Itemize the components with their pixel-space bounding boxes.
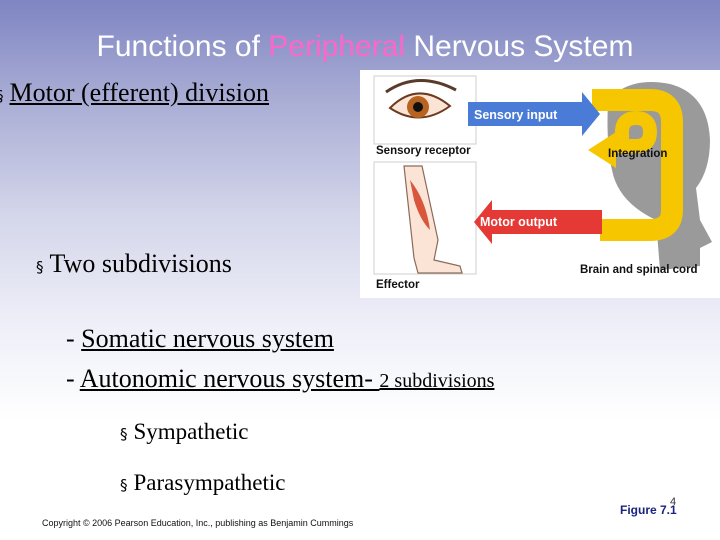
bullet-sympathetic: § Sympathetic (120, 419, 248, 445)
eye-icon (385, 79, 457, 119)
bullet-motor-division: § Motor (efferent) division (0, 78, 269, 108)
bullet-icon: § (120, 425, 128, 443)
somatic-dash: - (66, 324, 82, 353)
autonomic-dash: - (66, 364, 80, 393)
item-autonomic: - Autonomic nervous system- 2 subdivisio… (66, 364, 494, 394)
title-part-1: Functions of (96, 30, 269, 63)
slide-title: Functions of Peripheral Nervous System (0, 30, 720, 64)
somatic-text: Somatic nervous system (81, 324, 334, 353)
sensory-input-label: Sensory input (474, 108, 558, 122)
effector-label: Effector (376, 279, 420, 291)
title-highlight: Peripheral (268, 30, 406, 63)
autonomic-note: 2 subdivisions (379, 370, 495, 392)
motor-output-arrow (474, 200, 602, 244)
copyright-footer: Copyright © 2006 Pearson Education, Inc.… (42, 518, 354, 528)
motor-division-text: Motor (efferent) division (9, 78, 269, 107)
sensory-input-arrow (468, 92, 600, 136)
bullet-parasympathetic: § Parasympathetic (120, 470, 286, 496)
motor-output-label: Motor output (480, 215, 558, 229)
item-somatic: - Somatic nervous system (66, 324, 334, 354)
head-silhouette (607, 82, 712, 270)
sympathetic-text: Sympathetic (133, 419, 249, 444)
integration-loop-icon (588, 89, 683, 241)
bullet-two-subdivisions: § Two subdivisions (36, 249, 232, 279)
figure-nervous-system-diagram: Sensory receptor Effector Integration Se… (360, 70, 720, 298)
bullet-icon: § (120, 476, 128, 494)
bullet-icon: § (0, 87, 4, 105)
figure-label: Figure 7.1 (620, 503, 677, 517)
bullet-icon: § (36, 258, 44, 276)
two-subdivisions-text: Two subdivisions (49, 249, 232, 278)
leg-icon (403, 165, 463, 274)
integration-label: Integration (608, 148, 667, 160)
page-number: 4 (670, 496, 677, 508)
diagram-svg: Sensory receptor Effector Integration Se… (373, 75, 712, 291)
sensory-receptor-label: Sensory receptor (376, 145, 471, 157)
parasympathetic-text: Parasympathetic (133, 470, 286, 495)
title-part-2: Nervous System (405, 30, 634, 63)
autonomic-text: Autonomic nervous system- (79, 364, 380, 393)
brain-spinal-cord-label: Brain and spinal cord (580, 264, 698, 276)
